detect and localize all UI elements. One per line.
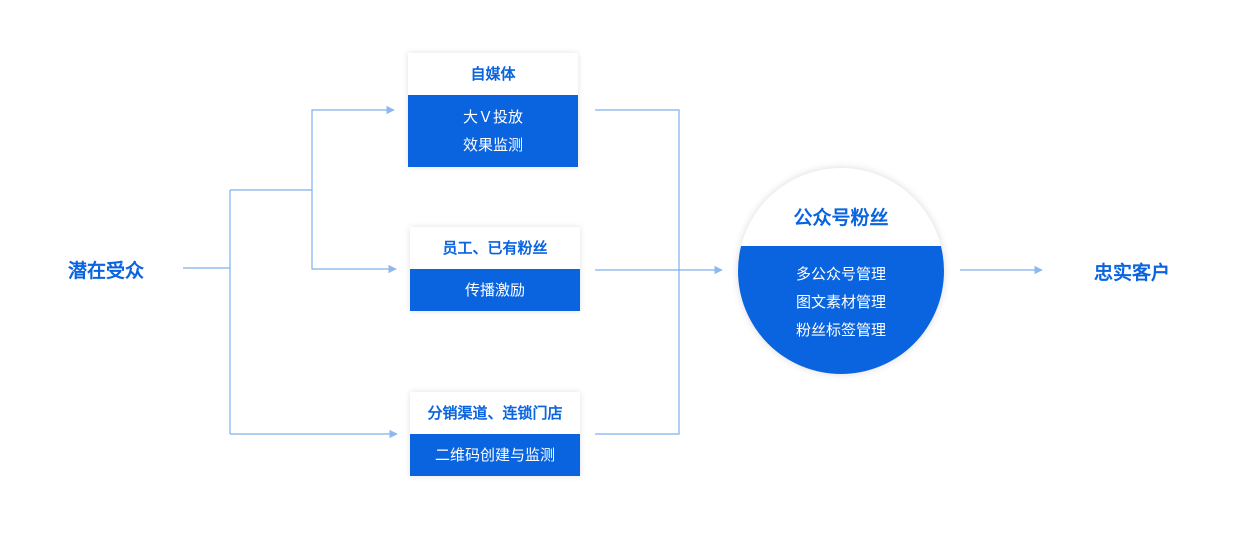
channel-body: 二维码创建与监测 <box>410 434 580 476</box>
channel-item: 效果监测 <box>462 136 523 154</box>
channel-body: 大Ｖ投放 效果监测 <box>408 95 578 167</box>
channel-card-distribution: 分销渠道、连锁门店 二维码创建与监测 <box>410 392 580 476</box>
channel-card-self-media: 自媒体 大Ｖ投放 效果监测 <box>408 53 578 167</box>
upper-branch <box>230 105 395 191</box>
channel-title: 自媒体 <box>470 65 516 83</box>
hub-item: 图文素材管理 <box>795 293 886 311</box>
hub-circle: 公众号粉丝 多公众号管理 图文素材管理 粉丝标签管理 <box>738 168 944 374</box>
channel-item: 传播激励 <box>464 281 525 299</box>
hub-body: 多公众号管理 图文素材管理 粉丝标签管理 <box>738 246 944 374</box>
channel-card-staff-fans: 员工、已有粉丝 传播激励 <box>410 227 580 311</box>
channel-body: 传播激励 <box>410 269 580 311</box>
channel-item: 二维码创建与监测 <box>434 446 555 464</box>
middle-branch <box>311 190 397 274</box>
channel-title: 分销渠道、连锁门店 <box>427 404 563 422</box>
merge-top <box>595 109 680 435</box>
target-label: 忠实客户 <box>1094 262 1171 284</box>
hub-item: 粉丝标签管理 <box>795 321 886 339</box>
channel-title: 员工、已有粉丝 <box>442 239 548 257</box>
source-label: 潜在受众 <box>68 260 145 282</box>
hub-title: 公众号粉丝 <box>793 207 889 229</box>
channel-item: 大Ｖ投放 <box>462 108 523 126</box>
hub-item: 多公众号管理 <box>795 265 886 283</box>
